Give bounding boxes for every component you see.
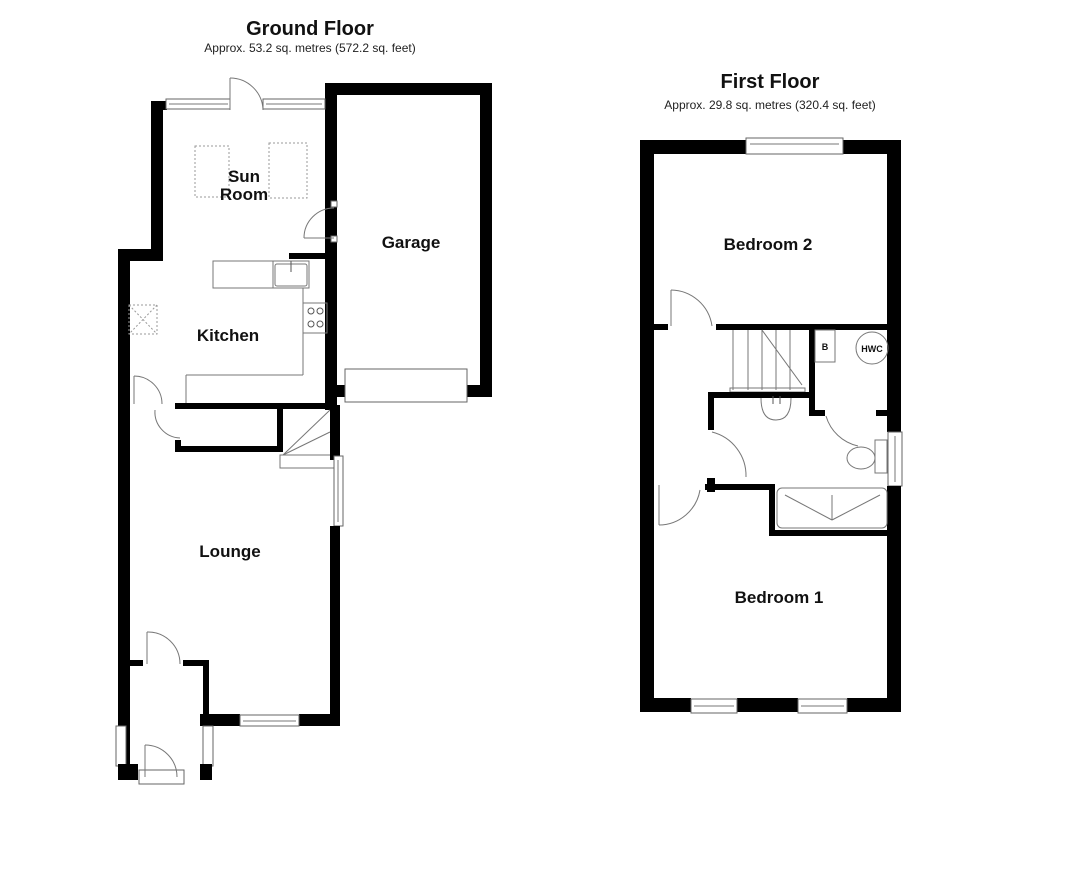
ff-north-wall-right — [842, 140, 901, 154]
front-door-step — [138, 769, 185, 785]
understairs-north-wall — [175, 403, 335, 409]
ff-east-wall-lower — [887, 486, 901, 712]
bathroom-west-wall-upper — [708, 392, 714, 430]
sun-room-west-wall — [151, 101, 163, 261]
hwc-label: HWC — [861, 344, 883, 354]
bathroom-door-swing — [711, 431, 747, 478]
hob-unit — [302, 302, 328, 334]
porch-north-wall-right — [183, 660, 208, 666]
first-floor-area: Approx. 29.8 sq. metres (320.4 sq. feet) — [664, 98, 876, 112]
west-outer-wall — [118, 249, 130, 780]
ground-floor-title: Ground Floor — [246, 18, 374, 40]
first-floor-plan: B HWC Bedroom 2 Bedroom 1 — [640, 137, 903, 714]
bath — [776, 487, 888, 529]
porch-east-wall — [203, 660, 209, 726]
understairs-divider-wall — [277, 403, 283, 452]
kitchen-counter — [212, 260, 274, 289]
lounge-east-wall-lower — [330, 526, 340, 726]
kitchen-north-wall — [289, 253, 329, 259]
garage-north-wall — [325, 83, 492, 95]
kitchen-door-swing — [133, 375, 163, 405]
bedroom-2-door-swing — [670, 289, 713, 327]
garage-door — [344, 368, 468, 403]
porch-se-corner — [200, 764, 212, 780]
toilet — [846, 446, 876, 470]
bedroom-1-door-swing — [658, 489, 701, 526]
hob-ring — [316, 320, 324, 328]
room-label-lounge: Lounge — [199, 542, 260, 561]
porch-sw-corner — [118, 764, 138, 780]
bedroom-2-window — [745, 137, 844, 155]
porch-north-wall-left — [118, 660, 143, 666]
porch-west-window — [115, 725, 127, 767]
boiler-label: B — [822, 342, 829, 352]
room-label-bedroom-1: Bedroom 1 — [735, 588, 824, 607]
sun-room-door-swing — [229, 77, 264, 111]
room-label-kitchen: Kitchen — [197, 326, 259, 345]
understairs-south-wall — [175, 446, 283, 452]
lounge-east-wall-upper — [330, 405, 340, 460]
front-door-swing — [144, 744, 178, 778]
basin — [760, 397, 792, 421]
cupboard-door-swing — [154, 409, 181, 439]
bedroom-2-south-wall — [716, 324, 888, 330]
room-label-bedroom-2: Bedroom 2 — [724, 235, 813, 254]
hot-water-cylinder — [855, 331, 889, 365]
garage-door-swing — [303, 207, 335, 239]
ff-south-wall-left — [640, 698, 691, 712]
bath-north-wall — [705, 484, 775, 490]
hob-ring — [307, 320, 315, 328]
ff-south-wall-mid — [737, 698, 798, 712]
porch-inner-door-swing — [146, 631, 181, 665]
ff-east-wall-upper — [887, 140, 901, 432]
hob-ring — [307, 307, 315, 315]
ground-floor-plan: Sun Room Garage Kitchen Lounge — [115, 77, 492, 785]
bathroom-north-wall — [708, 392, 811, 398]
garage-east-wall — [480, 83, 492, 397]
kitchen-east-wall — [325, 260, 337, 410]
stairs — [282, 409, 331, 456]
room-label-sun-room: Sun — [228, 167, 260, 186]
airing-cupboard-wall — [809, 326, 815, 414]
ground-floor-area: Approx. 53.2 sq. metres (572.2 sq. feet) — [204, 41, 416, 55]
first-floor-title: First Floor — [720, 71, 820, 93]
boiler-box — [814, 329, 836, 363]
ff-west-wall — [640, 140, 654, 712]
garage-south-wall-right — [467, 385, 492, 397]
sun-room-north-wall-stub-left — [151, 101, 167, 110]
lounge-south-wall-right — [299, 714, 340, 726]
skylight-2 — [268, 142, 308, 199]
stairs — [729, 329, 806, 393]
toilet-door-swing — [825, 415, 859, 447]
ff-north-wall-left — [640, 140, 747, 154]
room-label-garage: Garage — [382, 233, 441, 252]
bath-west-wall — [769, 484, 775, 536]
ff-south-wall-right — [847, 698, 901, 712]
lounge-south-wall-left — [200, 714, 240, 726]
bath-south-wall — [769, 530, 889, 536]
porch-east-window — [202, 725, 214, 767]
kitchen-appliance — [128, 304, 158, 335]
room-label-sun-room-2: Room — [220, 185, 268, 204]
hob-ring — [316, 307, 324, 315]
skylight-1 — [194, 145, 230, 198]
